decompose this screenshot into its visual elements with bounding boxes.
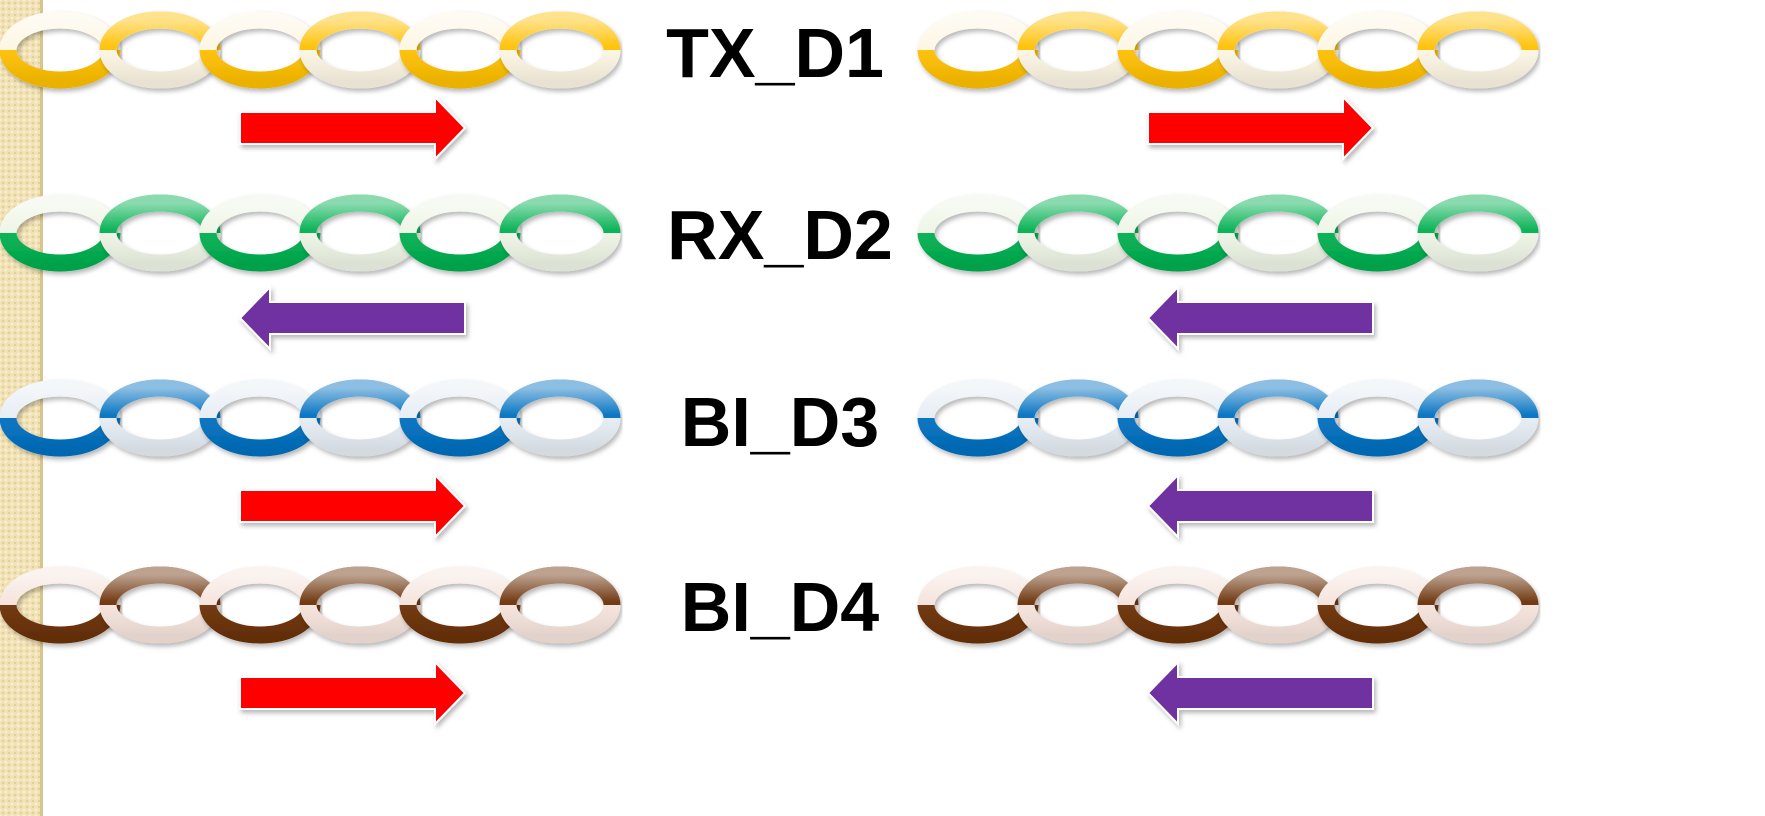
chain-link-right-4-5 xyxy=(1317,566,1439,644)
chain-link-left-2-4 xyxy=(299,194,421,272)
chain-link-left-1-6 xyxy=(499,11,621,89)
arrow-left-side-row-3 xyxy=(239,472,467,540)
chain-left-bi-d3 xyxy=(0,379,621,457)
chain-link-right-2-6 xyxy=(1417,194,1539,272)
chain-link-right-3-5 xyxy=(1317,379,1439,457)
chain-link-left-2-6 xyxy=(499,194,621,272)
chain-link-left-4-1 xyxy=(0,566,121,644)
chain-link-right-3-6 xyxy=(1417,379,1539,457)
arrow-right-side-row-3 xyxy=(1146,472,1374,540)
chain-link-left-2-1 xyxy=(0,194,121,272)
chain-left-tx-d1 xyxy=(0,11,621,89)
chain-left-bi-d4 xyxy=(0,566,621,644)
chain-left-rx-d2 xyxy=(0,194,621,272)
arrow-left-side-row-1 xyxy=(239,94,467,162)
chain-link-right-1-2 xyxy=(1017,11,1139,89)
chain-link-right-1-5 xyxy=(1317,11,1439,89)
chain-right-bi-d3 xyxy=(917,379,1539,457)
side-stripe-edge xyxy=(40,0,43,816)
chain-link-left-3-3 xyxy=(199,379,321,457)
chain-link-right-4-3 xyxy=(1117,566,1239,644)
chain-link-left-3-4 xyxy=(299,379,421,457)
chain-link-left-2-3 xyxy=(199,194,321,272)
chain-link-right-4-2 xyxy=(1017,566,1139,644)
chain-link-left-1-4 xyxy=(299,11,421,89)
chain-link-left-1-5 xyxy=(399,11,521,89)
chain-link-left-1-1 xyxy=(0,11,121,89)
chain-right-rx-d2 xyxy=(917,194,1539,272)
chain-link-right-3-2 xyxy=(1017,379,1139,457)
chain-link-left-2-5 xyxy=(399,194,521,272)
chain-link-right-3-4 xyxy=(1217,379,1339,457)
chain-link-right-3-1 xyxy=(917,379,1039,457)
chain-link-left-4-5 xyxy=(399,566,521,644)
chain-link-right-1-1 xyxy=(917,11,1039,89)
chain-right-tx-d1 xyxy=(917,11,1539,89)
arrow-right-side-row-1 xyxy=(1147,94,1375,162)
chain-link-right-4-6 xyxy=(1417,566,1539,644)
chain-link-right-2-3 xyxy=(1117,194,1239,272)
chain-right-bi-d4 xyxy=(917,566,1539,644)
chain-link-left-3-1 xyxy=(0,379,121,457)
chain-link-left-3-2 xyxy=(99,379,221,457)
chain-link-left-1-3 xyxy=(199,11,321,89)
chain-link-left-4-4 xyxy=(299,566,421,644)
chain-link-right-3-3 xyxy=(1117,379,1239,457)
arrow-left-side-row-2 xyxy=(238,284,466,352)
chain-link-right-2-5 xyxy=(1317,194,1439,272)
chain-link-left-4-2 xyxy=(99,566,221,644)
chain-link-left-2-2 xyxy=(99,194,221,272)
chain-link-right-4-1 xyxy=(917,566,1039,644)
chain-link-right-2-4 xyxy=(1217,194,1339,272)
chain-link-left-4-3 xyxy=(199,566,321,644)
chain-link-left-3-5 xyxy=(399,379,521,457)
pair-label-bi-d4: BI_D4 xyxy=(680,568,880,646)
chain-link-right-1-4 xyxy=(1217,11,1339,89)
pair-label-tx-d1: TX_D1 xyxy=(666,14,884,92)
chain-link-left-4-6 xyxy=(499,566,621,644)
pair-label-rx-d2: RX_D2 xyxy=(667,196,893,274)
chain-link-right-2-1 xyxy=(917,194,1039,272)
arrow-left-side-row-4 xyxy=(239,659,467,727)
chain-link-right-2-2 xyxy=(1017,194,1139,272)
chain-link-left-3-6 xyxy=(499,379,621,457)
pair-label-bi-d3: BI_D3 xyxy=(680,383,880,461)
chain-link-left-1-2 xyxy=(99,11,221,89)
chain-link-right-4-4 xyxy=(1217,566,1339,644)
chain-link-right-1-6 xyxy=(1417,11,1539,89)
chain-link-right-1-3 xyxy=(1117,11,1239,89)
arrow-right-side-row-4 xyxy=(1146,659,1374,727)
arrow-right-side-row-2 xyxy=(1146,284,1374,352)
